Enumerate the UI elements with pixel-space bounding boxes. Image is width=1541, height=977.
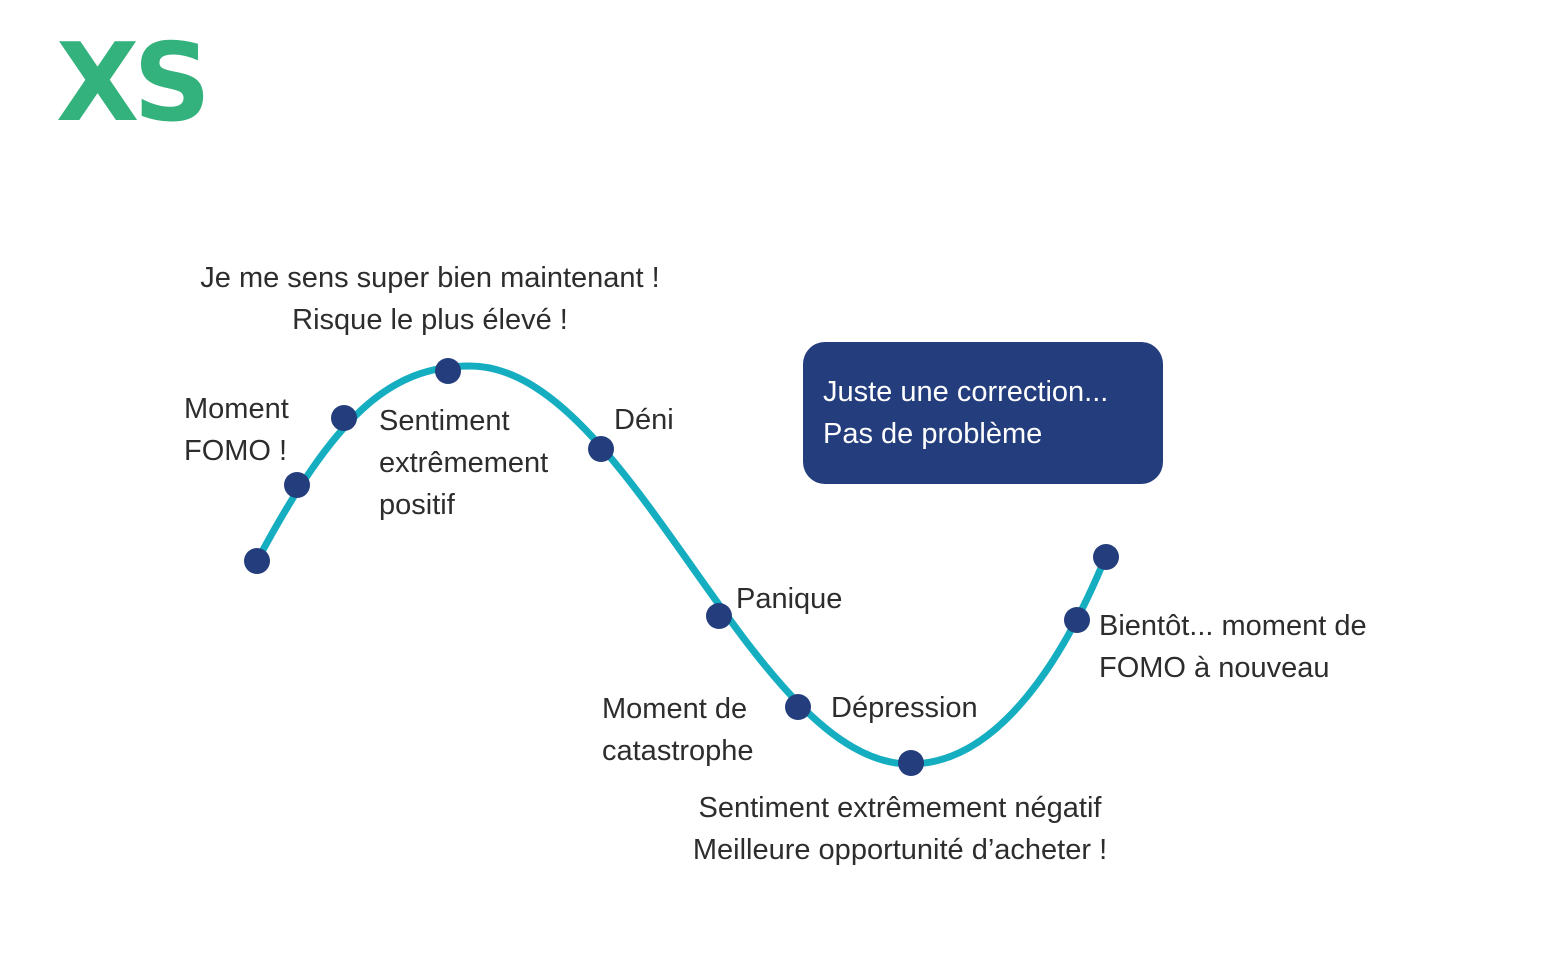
label-fomo-moment-line1: Moment — [184, 393, 289, 425]
label-extreme-positive-line3: positif — [379, 489, 455, 521]
label-extreme-positive-line1: Sentiment — [379, 405, 510, 437]
label-panic: Panique — [736, 583, 843, 615]
correction-callout-line1: Juste une correction... — [823, 376, 1109, 408]
correction-callout-line2: Pas de problème — [823, 418, 1043, 450]
curve-dot — [706, 603, 732, 629]
xs-logo: XS — [56, 21, 211, 146]
label-peak-warning-line2: Risque le plus élevé ! — [292, 304, 568, 336]
label-fomo-moment: Moment FOMO ! — [184, 388, 289, 472]
curve-dot — [1064, 607, 1090, 633]
curve-dots — [244, 358, 1119, 776]
label-trough-line2: Meilleure opportunité d’acheter ! — [692, 834, 1108, 866]
label-catastrophe-line2: catastrophe — [602, 735, 754, 767]
label-catastrophe-line1: Moment de — [602, 693, 748, 725]
label-fomo-again-soon: Bientôt... moment de FOMO à nouveau — [1099, 605, 1367, 689]
label-fomo-again-line2: FOMO à nouveau — [1099, 652, 1330, 684]
label-depression: Dépression — [831, 692, 978, 724]
curve-dot — [244, 548, 270, 574]
curve-dot — [284, 472, 310, 498]
label-peak-warning-line1: Je me sens super bien maintenant ! — [200, 262, 660, 294]
label-peak-warning: Je me sens super bien maintenant ! Risqu… — [150, 257, 710, 341]
label-trough-line1: Sentiment extrêmement négatif — [698, 792, 1102, 824]
curve-dot — [331, 405, 357, 431]
curve-dot — [898, 750, 924, 776]
curve-dot — [785, 694, 811, 720]
curve-dot — [435, 358, 461, 384]
label-fomo-again-line1: Bientôt... moment de — [1099, 610, 1367, 642]
curve-dot — [1093, 544, 1119, 570]
correction-callout-bubble: Juste une correction... Pas de problème — [803, 342, 1163, 484]
label-catastrophe-moment: Moment de catastrophe — [602, 688, 754, 772]
sentiment-curve-line — [253, 362, 1110, 768]
label-extreme-positive-line2: extrêmement — [379, 447, 549, 479]
curve-dot — [588, 436, 614, 462]
label-extreme-positive: Sentiment extrêmement positif — [379, 400, 548, 526]
label-trough-opportunity: Sentiment extrêmement négatif Meilleure … — [600, 787, 1200, 871]
label-denial: Déni — [614, 404, 674, 436]
label-fomo-moment-line2: FOMO ! — [184, 435, 288, 467]
